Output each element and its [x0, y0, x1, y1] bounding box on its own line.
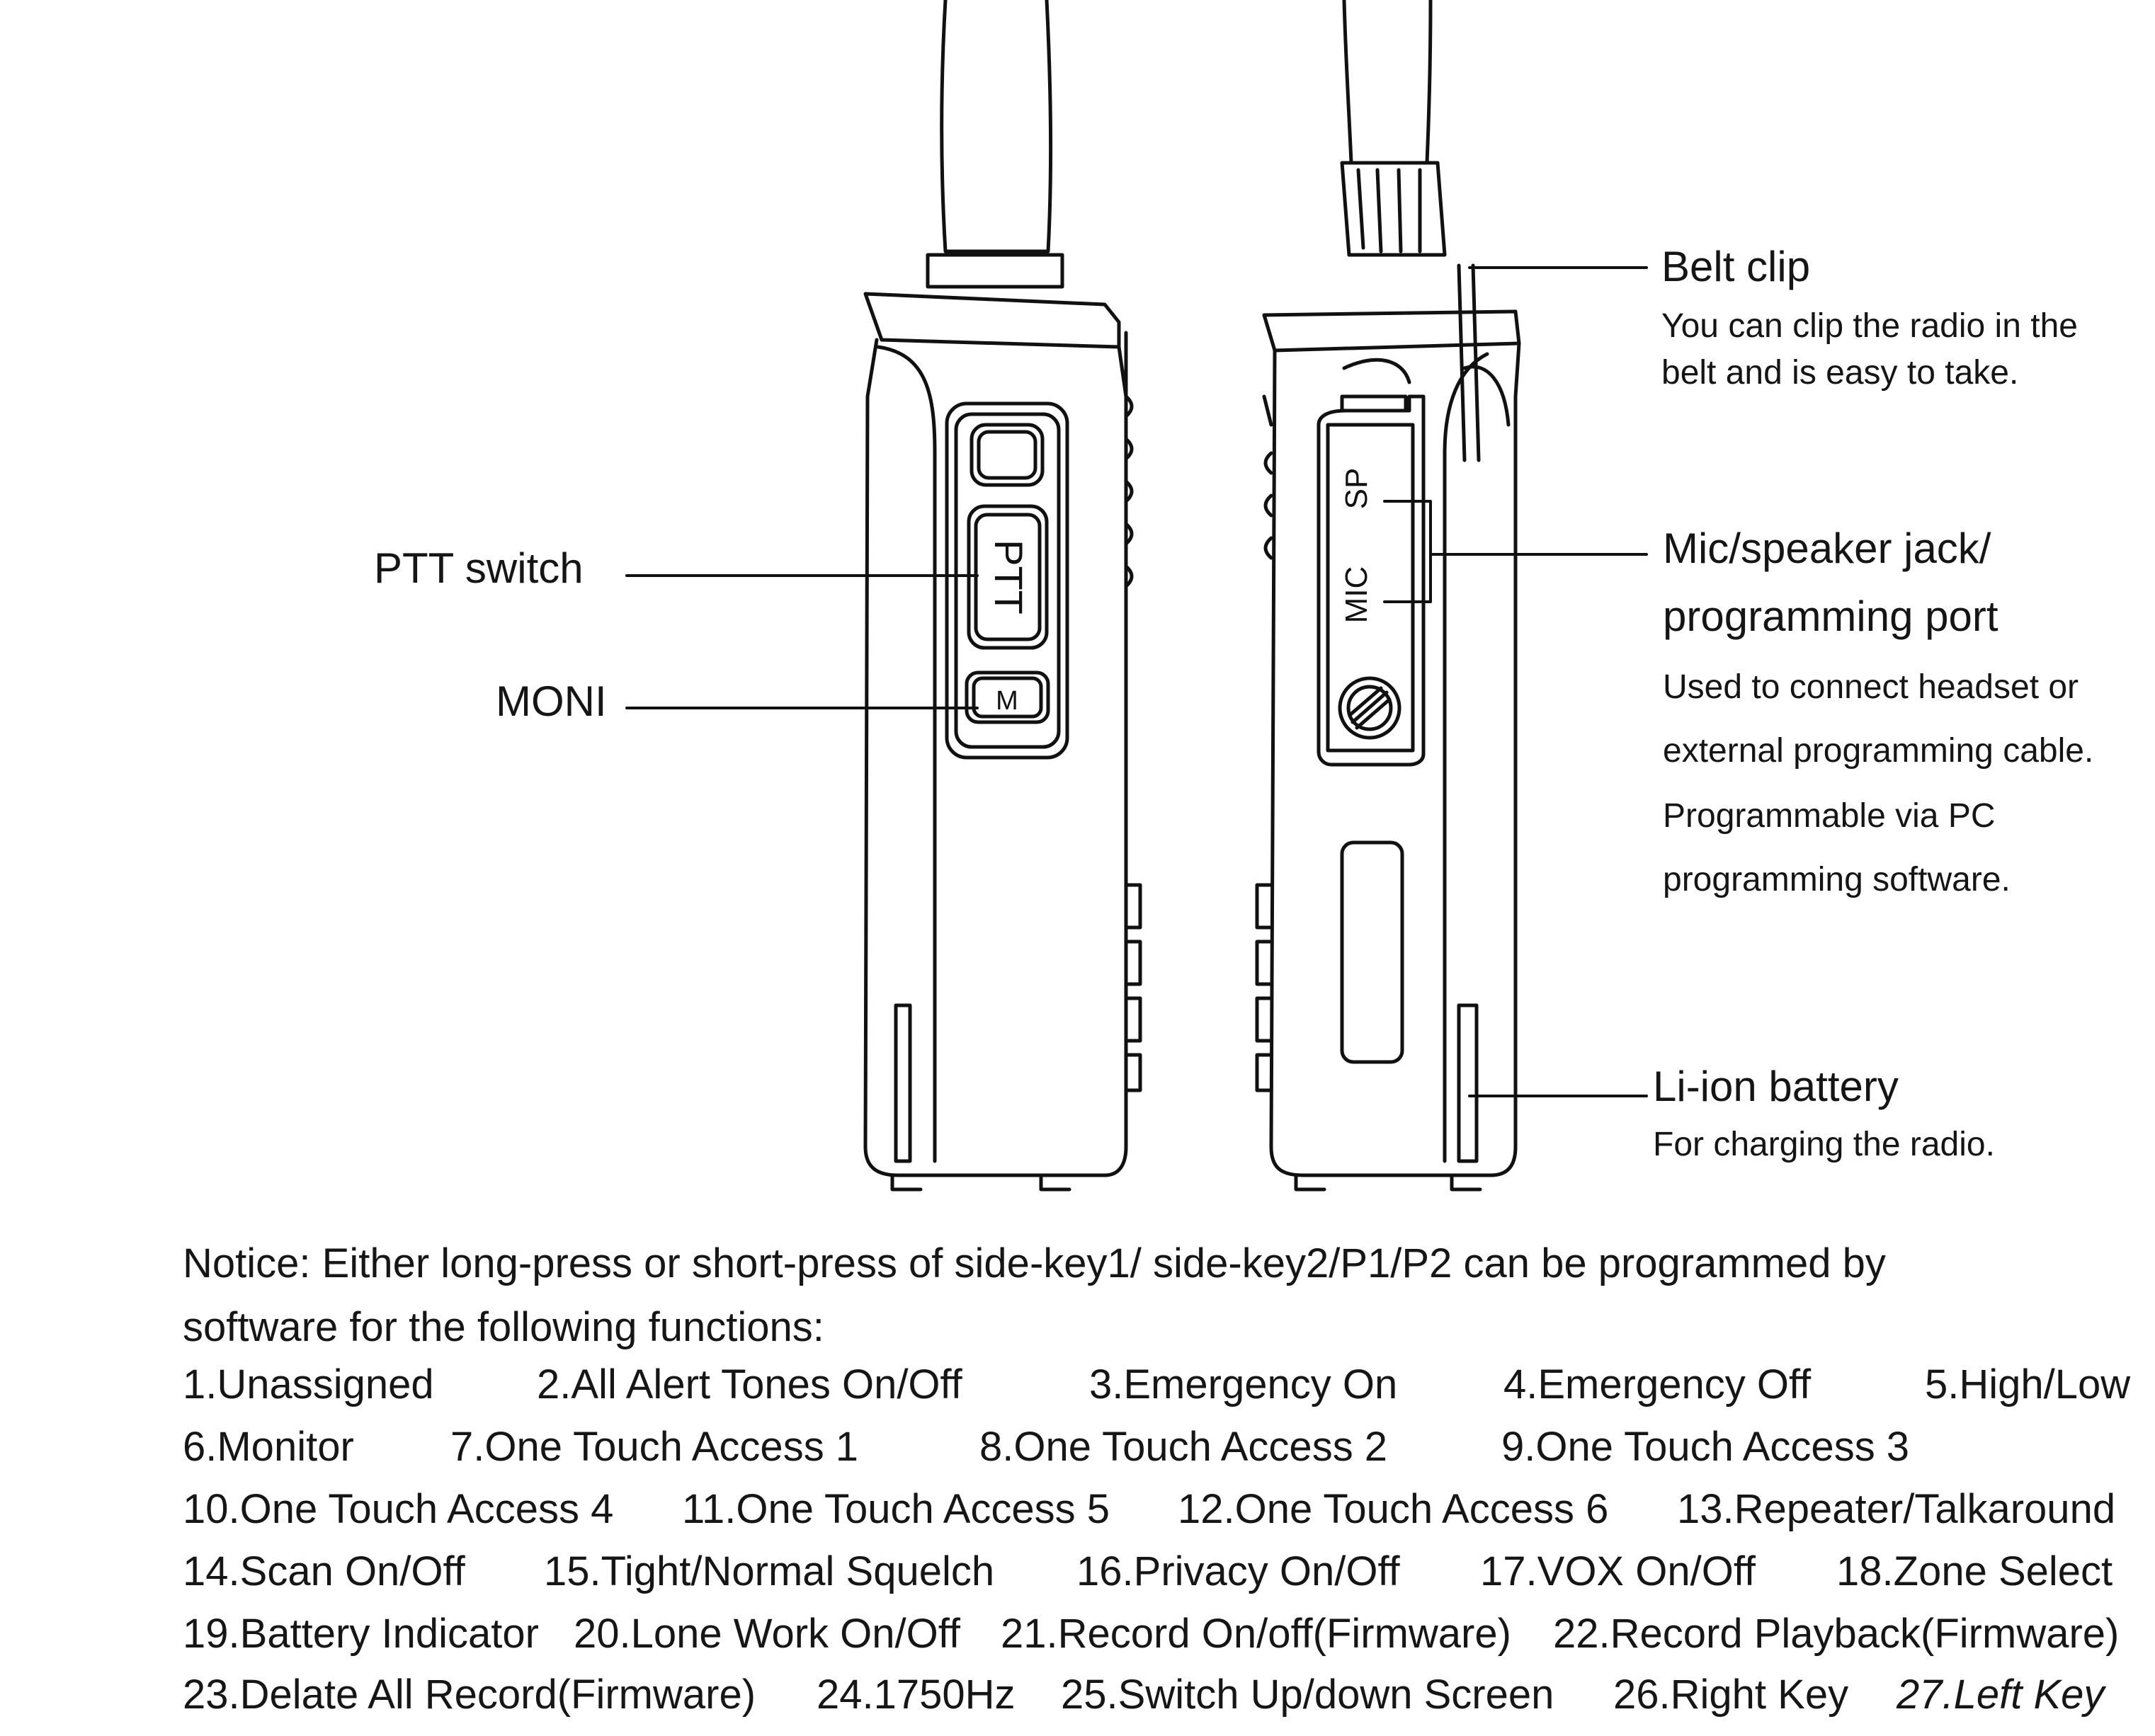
mic-jack-desc-3: Programmable via PC [1663, 797, 1996, 835]
function-item: 4.Emergency Off [1503, 1361, 1812, 1407]
function-item: 14.Scan On/Off [183, 1548, 465, 1594]
mic-port-label: MIC [1339, 566, 1374, 624]
function-item: 12.One Touch Access 6 [1178, 1486, 1609, 1532]
right-side-curve [1443, 352, 1489, 1163]
mic-jack-title-2: programming port [1663, 593, 1998, 640]
function-item: 9.One Touch Access 3 [1501, 1424, 1910, 1470]
right-antenna-knurl [1340, 161, 1447, 257]
jack-cover-hinge [1340, 358, 1411, 413]
function-row-6: 23.Delate All Record(Firmware) 24.1750Hz… [183, 1671, 2137, 1735]
notice: Notice: Either long-press or short-press… [183, 1232, 2123, 1359]
left-bottom-keys [1124, 883, 1142, 1092]
belt-clip-desc-2: belt and is easy to take. [1661, 354, 2019, 392]
function-row-2: 6.Monitor 7.One Touch Access 1 8.One Tou… [183, 1423, 2137, 1487]
function-item: 16.Privacy On/Off [1076, 1548, 1400, 1594]
mic-jack-desc-4: programming software. [1663, 861, 2011, 898]
notice-line-1: Notice: Either long-press or short-press… [183, 1240, 1886, 1286]
left-key-panel [945, 401, 1069, 760]
function-row-1: 1.Unassigned 2.All Alert Tones On/Off 3.… [183, 1361, 2137, 1424]
left-battery-slot [894, 1003, 912, 1163]
function-item: 11.One Touch Access 5 [682, 1486, 1110, 1532]
mic-jack-title-1: Mic/speaker jack/ [1663, 525, 1991, 572]
function-item: 15.Tight/Normal Squelch [544, 1548, 995, 1594]
moni-key-label: M [996, 686, 1018, 716]
function-item: 22.Record Playback(Firmware) [1553, 1611, 2120, 1657]
right-radio [1255, 0, 1521, 1192]
function-item: 8.One Touch Access 2 [979, 1424, 1388, 1470]
function-item: 2.All Alert Tones On/Off [537, 1361, 962, 1407]
function-item: 3.Emergency On [1089, 1361, 1398, 1407]
leader-lines [625, 266, 1648, 1097]
left-grip-ridges [1124, 394, 1134, 588]
function-item: 21.Record On/off(Firmware) [1001, 1611, 1511, 1657]
function-item: 19.Battery Indicator [183, 1611, 539, 1657]
notice-line-2: software for the following functions: [183, 1304, 824, 1350]
left-body [863, 331, 1128, 1177]
function-item: 13.Repeater/Talkaround [1677, 1486, 2116, 1532]
function-row-4: 14.Scan On/Off 15.Tight/Normal Squelch 1… [183, 1548, 2137, 1611]
sp-port-label: SP [1339, 468, 1374, 510]
battery-desc: For charging the radio. [1653, 1126, 1995, 1163]
ptt-key-label: PTT [986, 539, 1031, 615]
function-item: 1.Unassigned [183, 1361, 434, 1407]
function-item: 25.Switch Up/down Screen [1061, 1672, 1554, 1718]
function-item: 17.VOX On/Off [1480, 1548, 1756, 1594]
ptt-switch-label: PTT switch [374, 544, 584, 592]
right-antenna [1342, 0, 1433, 165]
moni-label: MONI [496, 678, 607, 725]
jack-cover [1317, 394, 1426, 767]
mic-jack-desc-1: Used to connect headset or [1663, 668, 2079, 706]
battery-title: Li-ion battery [1653, 1063, 1899, 1110]
mic-jack-desc-2: external programming cable. [1663, 732, 2094, 770]
function-item: 24.1750Hz [817, 1672, 1016, 1718]
function-item: 5.High/Low [1925, 1361, 2131, 1407]
belt-clip-title: Belt clip [1661, 243, 1811, 290]
left-body-top [863, 292, 1121, 349]
function-item: 23.Delate All Record(Firmware) [183, 1672, 756, 1718]
right-bottom-keys [1255, 883, 1273, 1092]
right-label-window [1340, 840, 1404, 1064]
left-antenna-base [926, 253, 1064, 289]
radio-diagram: PTT M SP MIC [625, 0, 1648, 1192]
belt-clip [1457, 263, 1511, 462]
right-body [1269, 341, 1521, 1177]
function-row-5: 19.Battery Indicator 20.Lone Work On/Off… [183, 1610, 2137, 1674]
function-item: 18.Zone Select [1836, 1548, 2113, 1594]
belt-clip-desc-1: You can clip the radio in the [1661, 307, 2078, 345]
function-item: 10.One Touch Access 4 [183, 1486, 614, 1532]
function-item: 20.Lone Work On/Off [574, 1611, 960, 1657]
left-antenna [940, 0, 1053, 253]
function-item: 7.One Touch Access 1 [450, 1424, 859, 1470]
function-row-3: 10.One Touch Access 4 11.One Touch Acces… [183, 1485, 2137, 1549]
side-key-upper [970, 423, 1045, 487]
function-item: 27.Left Key [1897, 1672, 2105, 1718]
left-side-curve [876, 345, 937, 1163]
moni-key [965, 670, 1050, 724]
function-item: 26.Right Key [1613, 1672, 1849, 1718]
jack-screw [1338, 676, 1401, 740]
right-battery-slot [1457, 1003, 1479, 1163]
function-item: 6.Monitor [183, 1424, 354, 1470]
right-body-top [1262, 309, 1521, 353]
